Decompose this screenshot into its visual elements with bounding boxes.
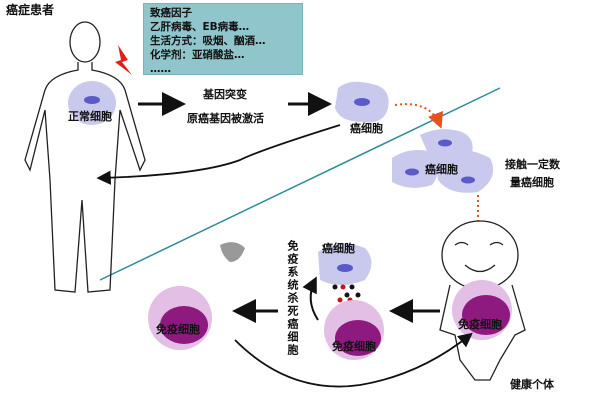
contact-label-1: 接触一定数 xyxy=(505,157,561,171)
healthy-child-figure xyxy=(439,220,526,381)
curved-arrow xyxy=(234,332,473,388)
carcinogen-factors-box: 致癌因子 乙肝病毒、EB病毒… 生活方式：吸烟、酗酒… 化学剂：亚硝酸盐… …… xyxy=(143,3,303,75)
cancer-cell xyxy=(318,243,372,285)
curved-arrow xyxy=(302,276,319,321)
factor-line: 乙肝病毒、EB病毒… xyxy=(150,21,250,33)
normal-cell xyxy=(68,81,116,125)
curved-arrow xyxy=(96,124,341,185)
cancer-cluster-label: 癌细胞 xyxy=(425,162,458,176)
immune-cell-label: 免疫细胞 xyxy=(156,322,200,336)
dead-cancer-cell xyxy=(220,242,245,262)
lightning-icon xyxy=(115,45,132,75)
page-title: 癌症患者 xyxy=(6,2,54,17)
immune-cell-label: 免疫细胞 xyxy=(332,339,376,353)
factor-line: …… xyxy=(150,63,171,75)
cancer-cell-label: 癌细胞 xyxy=(322,241,355,255)
healthy-label: 健康个体 xyxy=(510,377,555,391)
patient-figure xyxy=(24,21,146,293)
normal-cell-label: 正常细胞 xyxy=(68,109,112,123)
divider-line xyxy=(99,87,501,281)
cancer-cell xyxy=(335,81,389,123)
immune-cell-label: 免疫细胞 xyxy=(458,317,502,331)
cancer-cell-cluster xyxy=(392,129,494,193)
factor-line: 化学剂：亚硝酸盐… xyxy=(150,49,245,61)
immune-cell xyxy=(148,286,212,350)
factor-line: 生活方式：吸烟、酗酒… xyxy=(150,35,266,47)
dotted-arrow xyxy=(394,103,443,129)
factors-heading: 致癌因子 xyxy=(150,7,192,19)
mutation-label: 基因突变 xyxy=(202,87,247,101)
contact-label-2: 量癌细胞 xyxy=(510,175,554,189)
immune-kill-label: 免疫系统杀死癌细胞 xyxy=(286,240,299,357)
immune-cell xyxy=(324,300,384,360)
immune-cell xyxy=(452,280,512,340)
cancer-cell-label: 癌细胞 xyxy=(350,121,383,135)
oncogene-label: 原癌基因被激活 xyxy=(187,111,264,125)
cytotoxic-granules xyxy=(332,284,361,303)
